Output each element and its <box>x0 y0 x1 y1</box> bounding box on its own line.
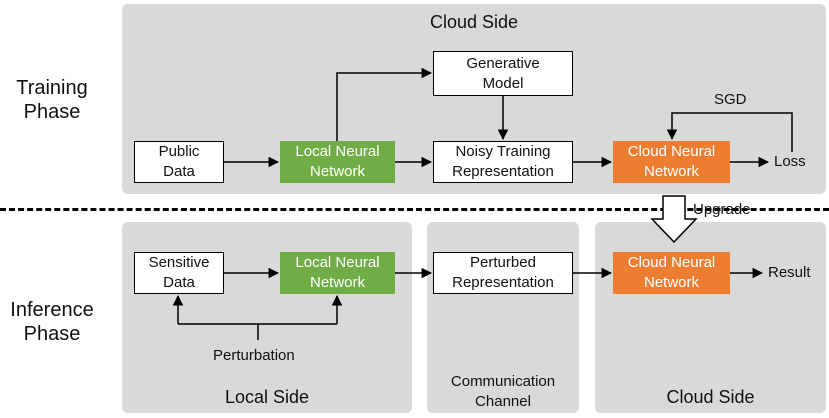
inference-cloud-side-title: Cloud Side <box>666 387 755 407</box>
training-cloud-side-title: Cloud Side <box>429 12 519 32</box>
perturbed-representation-box: Perturbed Representation <box>433 252 573 294</box>
training-cloud-neural-network-box: Cloud Neural Network <box>613 141 730 183</box>
training-local-neural-network-box: Local Neural Network <box>280 141 395 183</box>
upgrade-label: Upgrade <box>693 201 751 218</box>
noisy-training-representation-box: Noisy Training Representation <box>433 141 573 183</box>
inference-cloud-neural-network-box: Cloud Neural Network <box>613 252 730 294</box>
sgd-label: SGD <box>714 91 747 108</box>
communication-channel-title: Communication Channel <box>450 373 556 410</box>
inference-local-side-title: Local Side <box>224 387 310 407</box>
result-label: Result <box>768 264 811 281</box>
training-phase-label: Training Phase <box>16 77 88 123</box>
sensitive-data-box: Sensitive Data <box>134 252 224 294</box>
inference-cloud-side-panel: Cloud Side <box>595 222 826 413</box>
inference-phase-label: Inference Phase <box>10 299 94 345</box>
perturbation-label: Perturbation <box>213 347 295 364</box>
inference-local-side-panel: Local Side <box>122 222 412 413</box>
inference-local-neural-network-box: Local Neural Network <box>280 252 395 294</box>
phase-divider <box>0 208 829 211</box>
loss-label: Loss <box>774 153 806 170</box>
generative-model-box: Generative Model <box>433 51 573 96</box>
communication-channel-panel: Communication Channel <box>427 222 579 413</box>
public-data-box: Public Data <box>134 141 224 183</box>
